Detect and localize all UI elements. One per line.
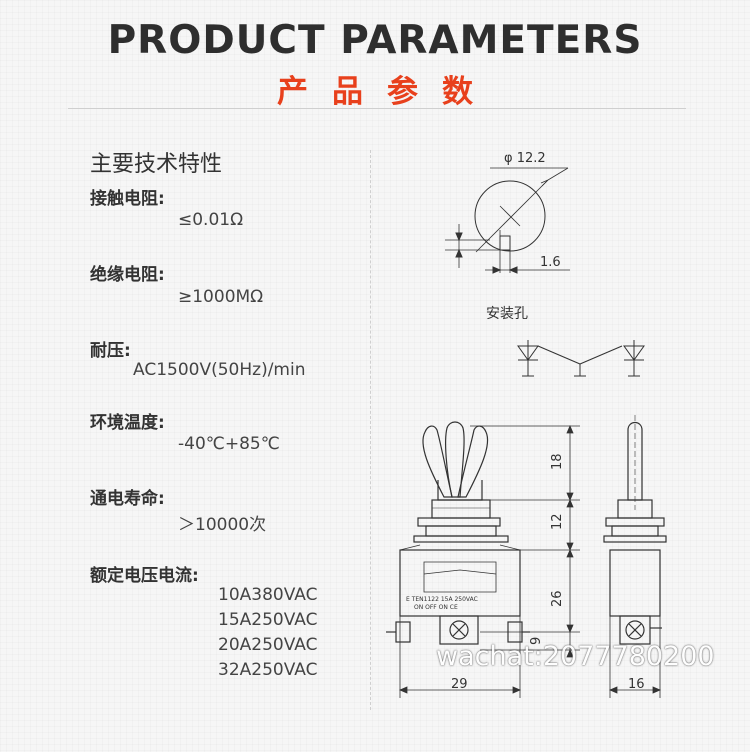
spec-label-ambient-temperature: 环境温度: [90,413,165,433]
dimension-12: 12 [550,513,565,530]
spec-label-insulation-resistance: 绝缘电阻: [90,265,165,285]
dimension-18: 18 [550,453,565,470]
header-divider [68,108,686,109]
switch-front-view [386,421,530,645]
spec-label-electrical-life: 通电寿命: [90,489,165,509]
key-width-dimension: 1.6 [540,255,561,270]
dimension-26: 26 [550,590,565,607]
spec-value-ambient-temperature: -40℃+85℃ [178,434,280,454]
watermark-text: wachat:2077780200 [436,641,715,672]
spec-value-electrical-life: ＞10000次 [178,515,267,535]
dimension-16: 16 [628,677,645,692]
dimension-9: 9 [529,637,544,645]
spec-value-withstand-voltage: AC1500V(50Hz)/min [133,360,306,380]
spec-value-insulation-resistance: ≥1000MΩ [178,287,264,307]
spec-label-rated-current: 额定电压电流: [90,566,199,586]
mount-hole-view [445,167,570,274]
circuit-symbol [517,340,645,377]
spec-label-contact-resistance: 接触电阻: [90,189,165,209]
page-title-english: PRODUCT PARAMETERS [107,18,643,63]
spec-value-rated-current-3: 20A250VAC [218,635,318,655]
spec-label-withstand-voltage: 耐压: [90,341,131,361]
body-label-rating: E TEN1122 15A 250VAC [406,596,478,603]
column-divider [370,150,371,710]
mount-hole-label: 安装孔 [486,306,528,322]
vertical-dimensions [470,424,580,658]
side-width-dimension [608,616,662,698]
spec-value-rated-current-1: 10A380VAC [218,585,318,605]
specs-heading: 主要技术特性 [90,152,223,177]
spec-value-contact-resistance: ≤0.01Ω [178,210,244,230]
body-label-positions: ON OFF ON CE [414,604,458,611]
spec-value-rated-current-4: 32A250VAC [218,660,318,680]
dimension-29: 29 [451,677,468,692]
spec-value-rated-current-2: 15A250VAC [218,610,318,630]
switch-side-view [603,415,667,645]
front-width-dimension [398,616,522,698]
hole-diameter-dimension: φ 12.2 [504,151,546,166]
page-title-chinese: 产品参数 [277,74,497,110]
